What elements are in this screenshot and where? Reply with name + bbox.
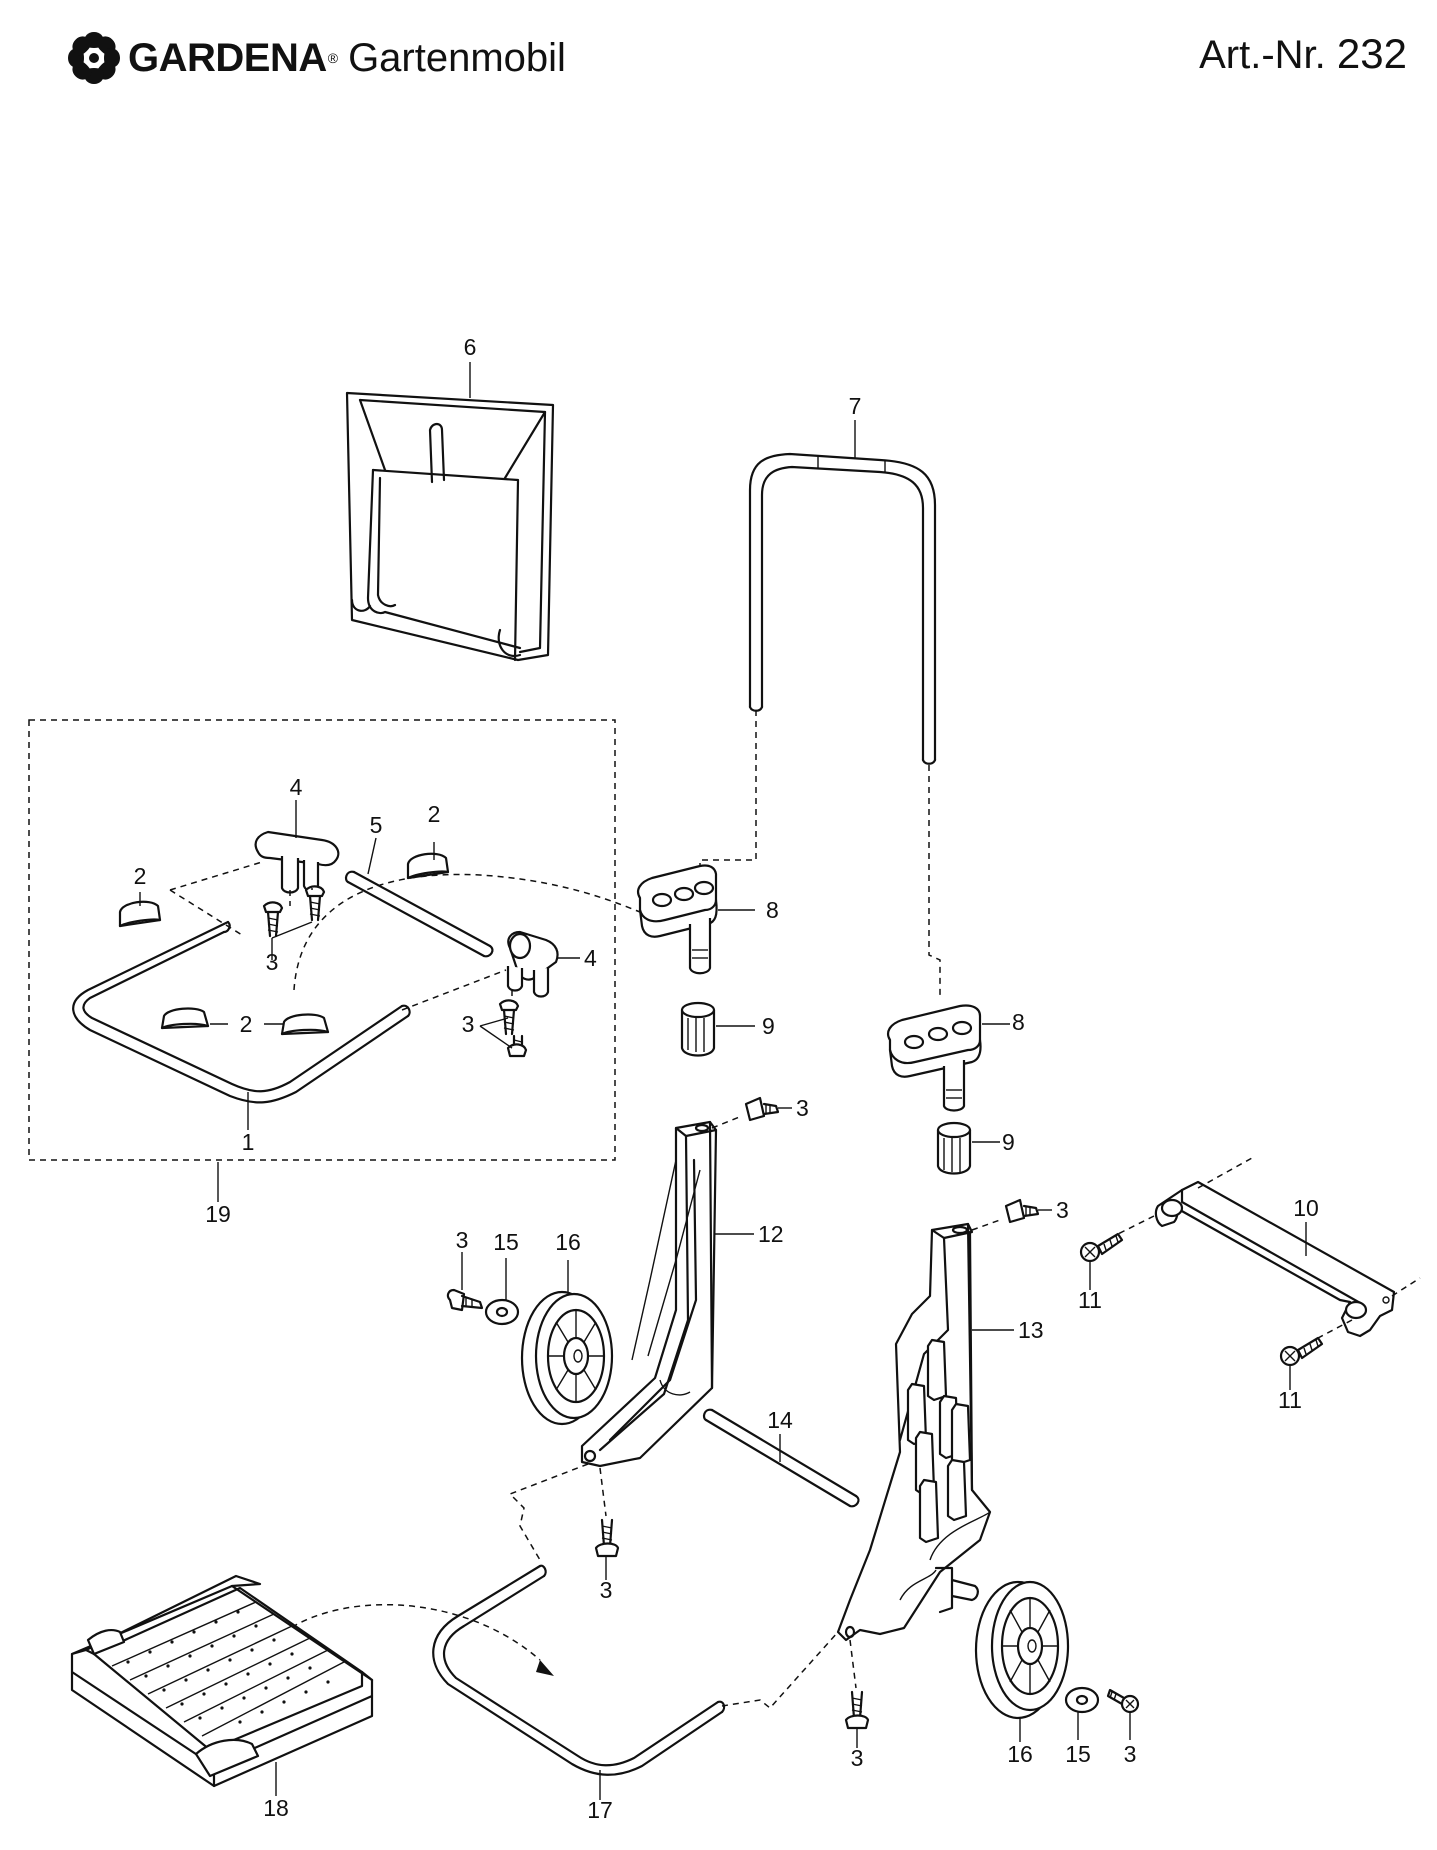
article-number-value: 232: [1336, 30, 1407, 77]
callout-6: 6: [464, 334, 477, 360]
part-4-upper-corner: [254, 800, 340, 894]
wheel-16-a: [520, 1290, 614, 1426]
gardena-logo-icon: [68, 32, 120, 84]
part-5-rod: [344, 837, 494, 958]
screw-3-a: [262, 901, 284, 938]
registered-mark: ®: [327, 50, 339, 66]
callout-8-upper: 8: [766, 897, 779, 923]
part-2-clip-b: [406, 852, 450, 880]
part-8-upper-connector: [636, 864, 755, 975]
callout-8-lower: 8: [1012, 1009, 1025, 1035]
callout-16-left: 16: [555, 1229, 581, 1255]
callout-19: 19: [205, 1201, 231, 1227]
callout-12: 12: [758, 1221, 784, 1247]
callout-3-under-12: 3: [600, 1577, 613, 1603]
callout-14: 14: [767, 1407, 793, 1433]
part-1-frame: [72, 920, 411, 1130]
part-18-tray: [70, 1574, 374, 1796]
part-17-lower-frame: [432, 1564, 726, 1800]
callout-3-left-wheel: 3: [456, 1227, 469, 1253]
brand: GARDENA® Gartenmobil: [66, 28, 566, 88]
screw-11-b: [1279, 1336, 1324, 1367]
callout-18: 18: [263, 1795, 289, 1821]
part-4-lower-corner: [506, 930, 580, 998]
screw-3-d: [506, 1034, 528, 1058]
part-13-right-side-frame: [836, 1219, 1014, 1642]
callout-4-lower: 4: [584, 945, 597, 971]
callout-2-left: 2: [134, 863, 147, 889]
brand-name: GARDENA: [128, 35, 327, 80]
callout-7: 7: [849, 393, 862, 419]
callout-3-top-13: 3: [1056, 1197, 1069, 1223]
callout-4-upper: 4: [290, 774, 303, 800]
callout-3-left-pair: 3: [462, 1011, 475, 1037]
callout-13: 13: [1018, 1317, 1044, 1343]
screw-3-i: [594, 1518, 620, 1558]
callout-3-top-12: 3: [796, 1095, 809, 1121]
callout-11-bottom: 11: [1278, 1387, 1302, 1413]
callout-16-right: 16: [1007, 1741, 1033, 1767]
article-number: Art.-Nr. 232: [1199, 30, 1407, 78]
screw-11-a: [1079, 1232, 1124, 1263]
screw-3-f: [1004, 1198, 1040, 1224]
part-9-upper-sleeve: [680, 1001, 755, 1057]
part-10-bracket: [1117, 1157, 1421, 1339]
callout-3-under-4: 3: [266, 949, 279, 975]
washer-15-a: [484, 1298, 520, 1326]
part-12-left-side-frame: [580, 1115, 754, 1468]
callout-2-right: 2: [428, 801, 441, 827]
callout-3-right-wheel: 3: [1124, 1741, 1137, 1767]
part-6-back-panel: [345, 362, 555, 662]
callout-2-bottom: 2: [240, 1011, 253, 1037]
screw-3-j: [844, 1690, 870, 1730]
callout-11-top: 11: [1078, 1287, 1102, 1313]
callout-9-lower: 9: [1002, 1129, 1015, 1155]
screw-3-e: [744, 1096, 780, 1122]
part-8-lower-connector: [886, 1004, 1010, 1112]
callout-15-left: 15: [493, 1229, 519, 1255]
part-2-clip-c: [160, 1007, 210, 1030]
callout-1: 1: [242, 1129, 255, 1155]
washer-15-b: [1064, 1686, 1100, 1714]
assembly-19-boundary: [28, 719, 616, 1161]
page-header: GARDENA® Gartenmobil Art.-Nr. 232: [0, 0, 1437, 110]
part-14-axle: [702, 1408, 860, 1508]
screw-3-h: [1106, 1688, 1140, 1714]
wheel-16-b: [974, 1580, 1070, 1720]
part-9-lower-sleeve: [936, 1121, 1000, 1175]
callout-10: 10: [1293, 1195, 1319, 1221]
callout-9-upper: 9: [762, 1013, 775, 1039]
callout-5: 5: [370, 812, 383, 838]
part-2-clip-d: [280, 1013, 330, 1036]
screw-3-b: [304, 885, 326, 922]
product-name: Gartenmobil: [348, 35, 566, 80]
callout-17: 17: [587, 1797, 613, 1823]
screw-3-c: [498, 999, 520, 1036]
callout-3-under-13: 3: [851, 1745, 864, 1771]
part-7-handle: [748, 420, 937, 765]
callout-15-right: 15: [1065, 1741, 1091, 1767]
screw-3-g: [446, 1288, 484, 1312]
article-label: Art.-Nr.: [1199, 33, 1326, 77]
